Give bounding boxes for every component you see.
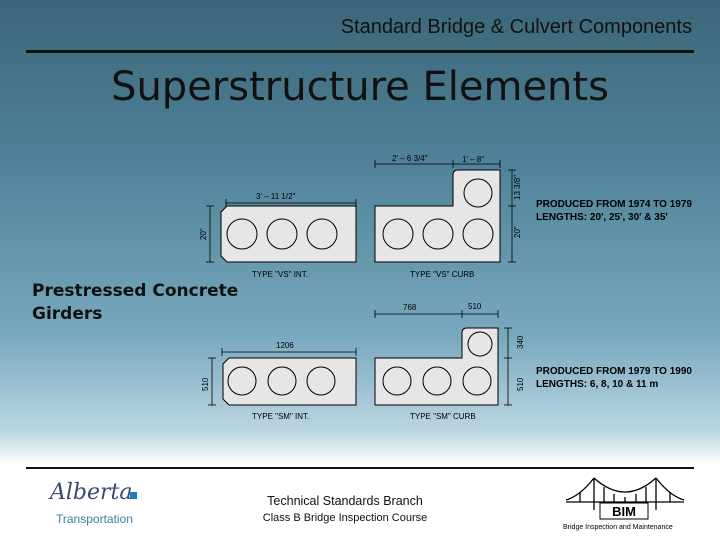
- alberta-logo-subtitle: Transportation: [56, 512, 133, 526]
- sm-dim-cap-width: 768: [403, 303, 417, 312]
- vs-int-void-1: [226, 218, 258, 250]
- vs-int-label: TYPE "VS" INT.: [252, 270, 308, 279]
- vs-dim-girder-width: 3' – 11 1/2": [256, 192, 296, 201]
- sm-int-void-3: [306, 366, 336, 396]
- note-vs-years: PRODUCED FROM 1974 TO 1979: [536, 199, 692, 210]
- sm-curb-label: TYPE "SM" CURB: [410, 412, 476, 421]
- bridge-icon: [565, 477, 685, 520]
- vs-girder-set: 2' – 6 3/4" 1' – 8" 3' – 11 1/2" 20" 13 …: [199, 154, 522, 279]
- vs-dim-height-left: 20": [199, 228, 208, 240]
- vs-dim-curb-height: 13 3/8": [513, 175, 522, 200]
- sm-int-void-2: [267, 366, 297, 396]
- vs-curb-void-top: [463, 178, 493, 208]
- footer-divider: [26, 467, 694, 469]
- sm-int-void-1: [227, 366, 257, 396]
- vs-curb-void-3: [462, 218, 494, 250]
- sm-int-label: TYPE "SM" INT.: [252, 412, 309, 421]
- header: Standard Bridge & Culvert Components: [0, 0, 720, 44]
- note-vs-production: PRODUCED FROM 1974 TO 1979 LENGTHS: 20',…: [536, 198, 692, 224]
- vs-int-void-2: [266, 218, 298, 250]
- sm-curb-void-2: [422, 366, 452, 396]
- note-sm-production: PRODUCED FROM 1979 TO 1990 LENGTHS: 6, 8…: [536, 365, 692, 391]
- bim-subtitle: Bridge Inspection and Maintenance: [563, 524, 673, 531]
- sm-curb-void-top: [467, 331, 493, 357]
- note-sm-years: PRODUCED FROM 1979 TO 1990: [536, 366, 692, 377]
- vs-dim-height-right: 20": [513, 226, 522, 238]
- vs-int-void-3: [306, 218, 338, 250]
- footer-department: Technical Standards Branch: [267, 494, 423, 508]
- girder-type-label-line1: Prestressed Concrete: [32, 281, 239, 301]
- vs-curb-label: TYPE "VS" CURB: [410, 270, 474, 279]
- girder-type-label-line2: Girders: [32, 304, 103, 324]
- girder-type-label: Prestressed Concrete Girders: [32, 280, 238, 326]
- note-sm-lengths: LENGTHS: 6, 8, 10 & 11 m: [536, 379, 659, 390]
- sm-dim-curb-width: 510: [468, 302, 482, 311]
- alberta-logo: Alberta Transportation: [46, 480, 156, 530]
- alberta-logo-square-icon: [130, 492, 137, 499]
- vs-curb-void-1: [382, 218, 414, 250]
- sm-dim-height-left: 510: [201, 377, 210, 391]
- sm-girder-set: 768 510 1206 510 340 510 TYPE "SM" INT. …: [201, 302, 525, 421]
- page-title: Superstructure Elements: [111, 64, 609, 110]
- sm-dim-girder-width: 1206: [276, 341, 294, 350]
- note-vs-lengths: LENGTHS: 20', 25', 30' & 35': [536, 212, 668, 223]
- sm-dim-curb-height: 340: [516, 335, 525, 349]
- vs-dim-cap-width: 2' – 6 3/4": [392, 154, 428, 163]
- sm-curb-void-3: [462, 366, 492, 396]
- header-divider: [26, 50, 694, 53]
- bim-logo: BIM Bridge Inspection and Maintenance: [560, 470, 690, 536]
- header-title: Standard Bridge & Culvert Components: [340, 16, 692, 38]
- footer-course: Class B Bridge Inspection Course: [262, 512, 428, 524]
- sm-dim-height-right: 510: [516, 377, 525, 391]
- vs-curb-void-2: [422, 218, 454, 250]
- footer-credits: Technical Standards Branch Class B Bridg…: [240, 494, 480, 524]
- sm-curb-void-1: [382, 366, 412, 396]
- bim-label: BIM: [612, 504, 636, 519]
- alberta-logo-wordmark: Alberta: [50, 480, 133, 505]
- vs-dim-curb-width: 1' – 8": [462, 155, 484, 164]
